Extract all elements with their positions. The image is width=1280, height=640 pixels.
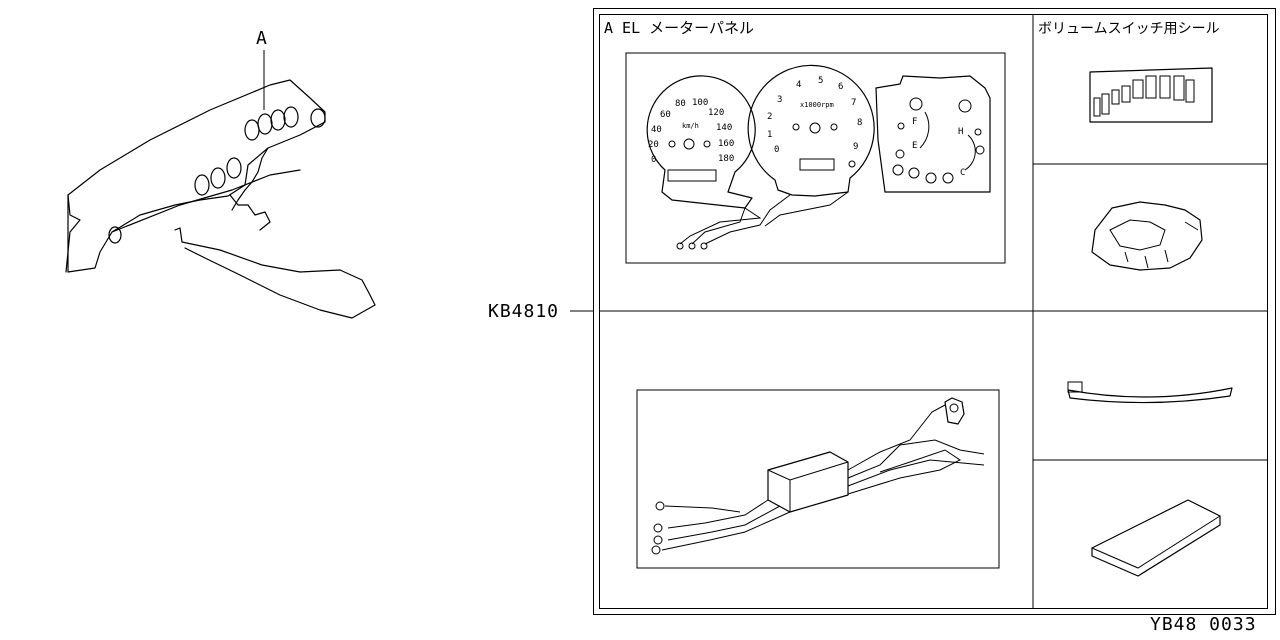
tacho-tick: 6 [838, 82, 844, 92]
tacho-tick: 3 [777, 95, 783, 105]
speedo-tick: 140 [716, 123, 733, 133]
tacho-tick: 8 [857, 118, 863, 128]
tacho-tick: 0 [774, 145, 780, 155]
diagram-code: YB48 0033 [1150, 614, 1257, 635]
tacho-tick: 2 [767, 112, 773, 122]
temp-hot-label: H [958, 127, 964, 137]
speedo-tick: 180 [718, 154, 735, 164]
fuel-full-label: F [912, 117, 918, 127]
tacho-tick: 4 [796, 80, 802, 90]
speedo-tick: 160 [718, 139, 735, 149]
speedo-tick: 80 [675, 99, 686, 109]
tacho-tick: 9 [853, 142, 859, 152]
temp-cold-label: C [960, 168, 966, 178]
tacho-tick: 1 [767, 130, 773, 140]
speedo-unit: km/h [682, 122, 699, 130]
speedo-tick: 40 [651, 125, 662, 135]
part-number: KB4810 [488, 301, 560, 322]
tacho-tick: 7 [851, 98, 857, 108]
callout-label-a: A [256, 28, 267, 49]
speedo-tick: 100 [692, 98, 709, 108]
seal-title: ボリュームスイッチ用シール [1038, 21, 1220, 37]
speedo-tick: 0 [651, 155, 657, 165]
speedo-tick: 20 [648, 140, 659, 150]
dashboard-illustration [65, 50, 376, 319]
tacho-unit: x1000rpm [800, 101, 834, 109]
speedo-tick: 60 [660, 110, 671, 120]
tacho-tick: 5 [818, 76, 824, 86]
panel-a-title: A EL メーターパネル [604, 19, 755, 37]
fuel-empty-label: E [912, 141, 918, 151]
speedo-tick: 120 [708, 108, 725, 118]
